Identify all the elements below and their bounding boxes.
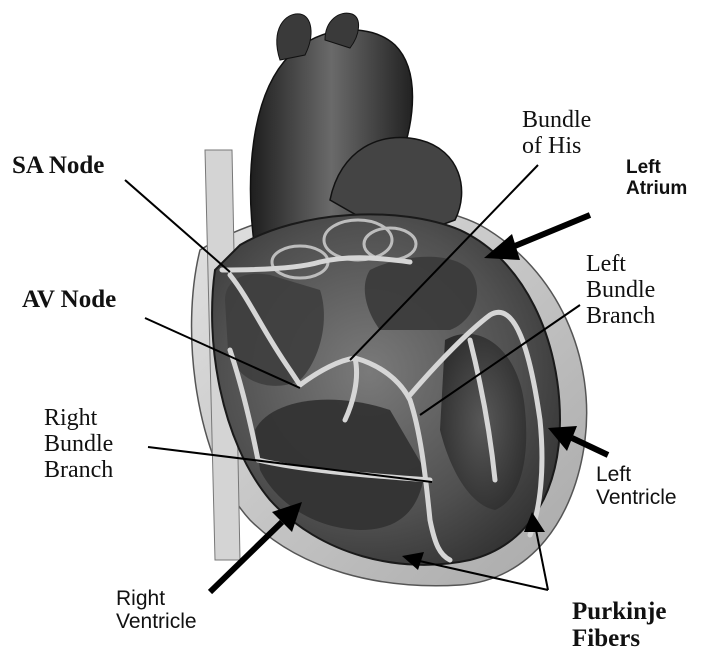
- label-sa-node: SA Node: [12, 152, 104, 179]
- label-right-ventricle: Right Ventricle: [116, 588, 197, 633]
- aortic-arch-branch-1: [277, 14, 311, 60]
- label-left-bundle-branch: Left Bundle Branch: [586, 252, 655, 330]
- label-left-atrium: Left Atrium: [626, 158, 687, 199]
- left-atrium-chamber: [365, 257, 477, 330]
- label-bundle-of-his: Bundle of His: [522, 108, 591, 160]
- label-purkinje-fibers: Purkinje Fibers: [572, 598, 666, 652]
- label-right-bundle-branch: Right Bundle Branch: [44, 406, 113, 484]
- label-av-node: AV Node: [22, 286, 116, 313]
- label-left-ventricle: Left Ventricle: [596, 464, 677, 509]
